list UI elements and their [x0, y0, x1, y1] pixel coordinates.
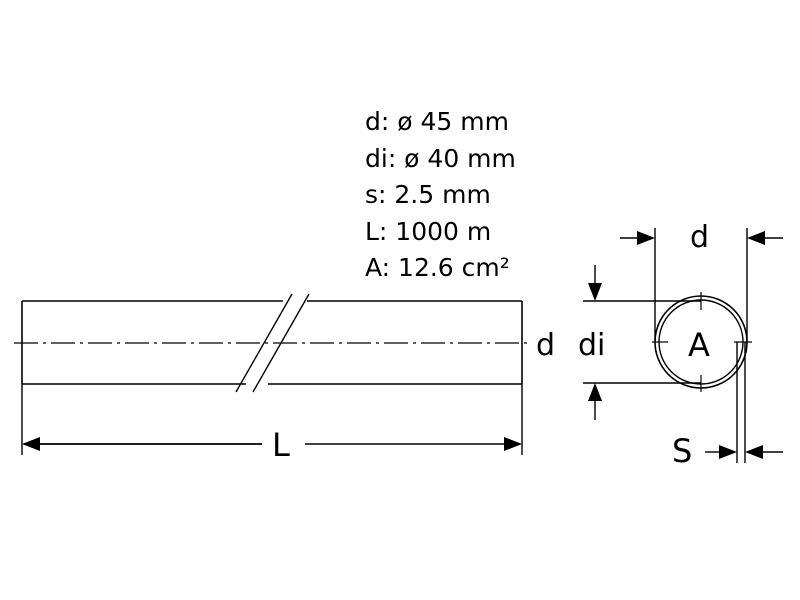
length-dimension	[21, 384, 523, 455]
outer-diameter-dimension	[620, 228, 783, 340]
spec-list: d: ø 45 mm di: ø 40 mm s: 2.5 mm L: 1000…	[365, 104, 516, 287]
spec-area: A: 12.6 cm²	[365, 253, 510, 282]
spec-wall-thickness: s: 2.5 mm	[365, 180, 491, 209]
inner-diameter-label: di	[578, 328, 605, 363]
wall-thickness-label: S	[672, 432, 692, 470]
area-label: A	[688, 326, 710, 364]
outer-diameter-label: d	[690, 220, 709, 255]
spec-length: L: 1000 m	[365, 216, 492, 246]
length-label: L	[272, 426, 290, 464]
wall-thickness-dimension	[705, 342, 783, 463]
pipe-side-view	[21, 300, 523, 385]
spec-outer-diameter: d: ø 45 mm	[365, 107, 509, 136]
inner-diameter-dimension	[583, 265, 701, 420]
pipe-cross-section	[652, 292, 752, 392]
side-diameter-label: d	[536, 328, 555, 363]
spec-inner-diameter: di: ø 40 mm	[365, 143, 516, 173]
